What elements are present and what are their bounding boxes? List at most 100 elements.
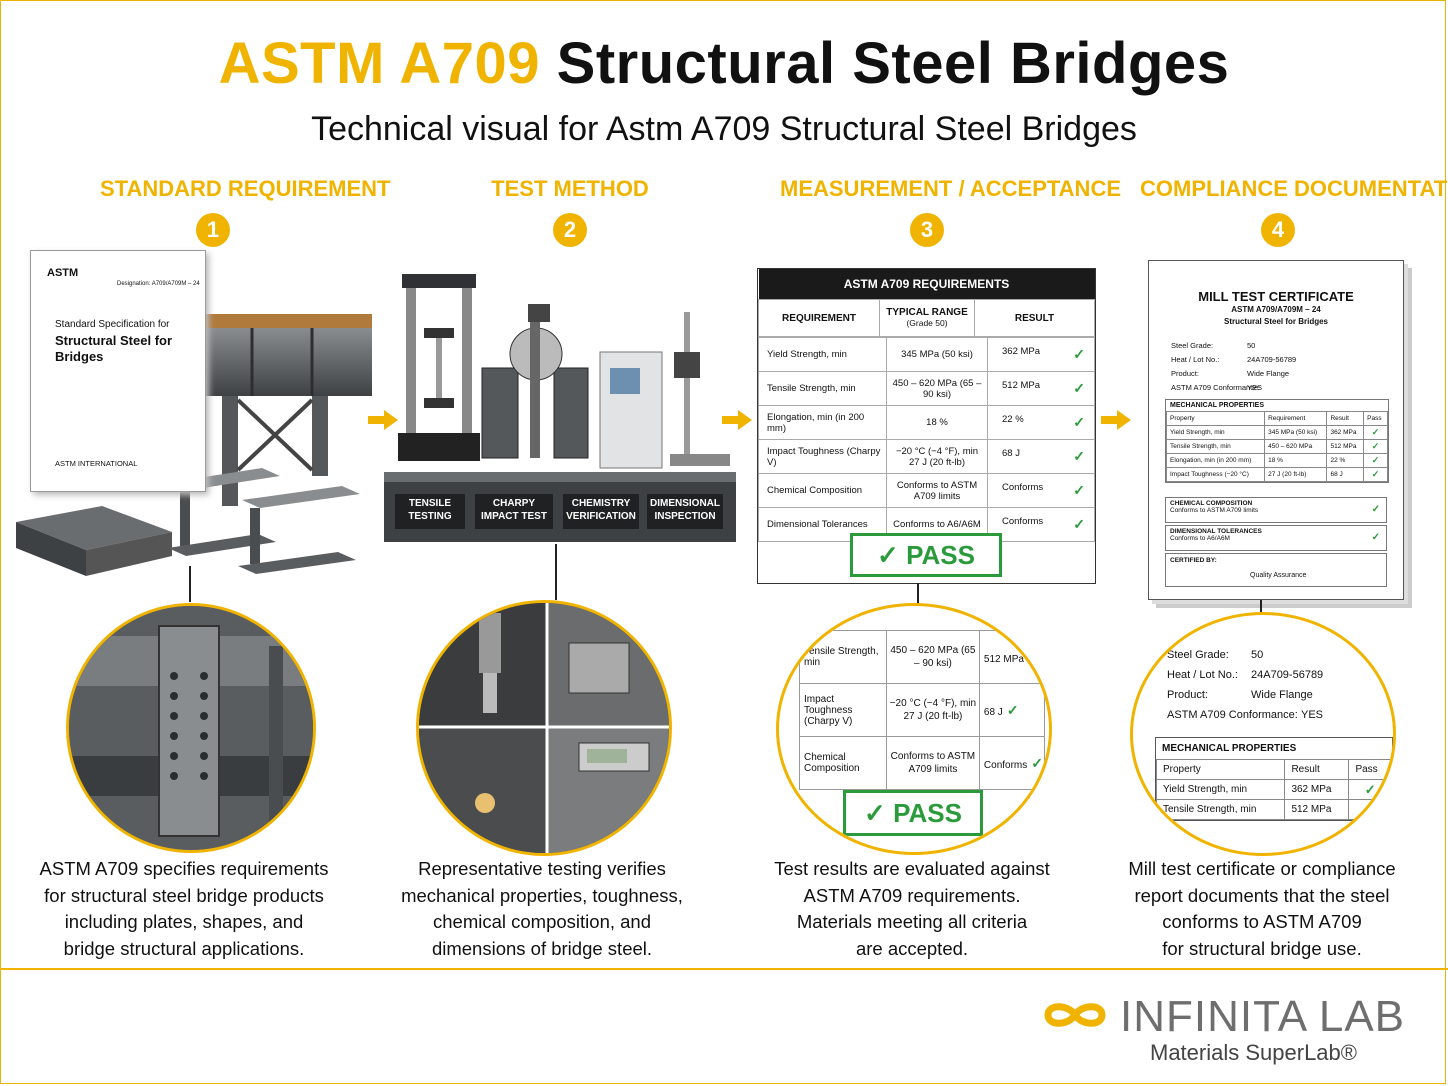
flow-arrow-icon xyxy=(1101,410,1131,430)
spec-line-2: Structural Steel for xyxy=(55,333,173,348)
zoom-cert-field-value: 24A709-56789 xyxy=(1251,669,1324,681)
zoom-test-details xyxy=(416,600,672,856)
requirements-panel: ASTM A709 REQUIREMENTS REQUIREMENT TYPIC… xyxy=(757,268,1096,584)
zoom-result-row: Impact Toughness (Charpy V)−20 °C (−4 °F… xyxy=(799,683,1046,737)
cert-field-label: Steel Grade: xyxy=(1171,341,1214,350)
cert-mech-header: Pass xyxy=(1363,411,1388,426)
requirement-name: Chemical Composition xyxy=(758,473,887,508)
requirements-table: ASTM A709 REQUIREMENTS REQUIREMENT TYPIC… xyxy=(758,269,1095,337)
requirement-row: Elongation, min (in 200 mm)18 %22 %✓ xyxy=(758,405,1095,440)
step-4-number: 4 xyxy=(1261,213,1295,247)
cert-mech-header: Property xyxy=(1165,411,1266,426)
check-icon: ✓ xyxy=(1031,754,1043,771)
cert-mech-row: Impact Toughness (−20 °C)27 J (20 ft-lb)… xyxy=(1165,467,1388,482)
requirement-range: −20 °C (−4 °F), min 27 J (20 ft-lb) xyxy=(886,439,988,474)
cert-mech-row: Elongation, min (in 200 mm)18 %22 %✓ xyxy=(1165,453,1388,468)
step-2-heading: TEST METHOD xyxy=(491,176,649,201)
requirement-result: 362 MPa✓ xyxy=(987,337,1095,372)
step-1-heading: STANDARD REQUIREMENT xyxy=(100,176,391,201)
label-charpy-impact-test: CHARPY IMPACT TEST xyxy=(475,494,553,529)
cert-title: MILL TEST CERTIFICATE xyxy=(1198,289,1354,304)
pass-stamp: ✓ PASS xyxy=(850,533,1002,577)
zoom-requirement-name: Chemical Composition xyxy=(799,736,887,790)
astm-logo: ASTM xyxy=(47,267,79,279)
cert-mech-header: Result xyxy=(1326,411,1365,426)
requirement-result: 22 %✓ xyxy=(987,405,1095,440)
requirement-name: Yield Strength, min xyxy=(758,337,887,372)
cert-subtitle-2: Structural Steel for Bridges xyxy=(1223,317,1329,326)
connector-line xyxy=(917,583,919,605)
requirement-result: 68 J✓ xyxy=(987,439,1095,474)
logo-brand: INFINITA LAB xyxy=(1120,992,1406,1041)
spec-line-1: Standard Specification for xyxy=(55,319,170,330)
connector-line xyxy=(555,544,557,600)
flow-arrow-icon xyxy=(368,410,398,430)
zoom-requirement-result: Conforms✓ xyxy=(978,736,1046,790)
connector-line xyxy=(189,566,191,602)
zoom-cert-field-value: Wide Flange xyxy=(1251,689,1313,701)
check-icon: ✓ xyxy=(1073,380,1085,396)
requirement-result: 512 MPa✓ xyxy=(987,371,1095,406)
zoom-pass-stamp: ✓ PASS xyxy=(843,790,983,836)
requirements-table-title: ASTM A709 REQUIREMENTS xyxy=(758,269,1095,300)
check-icon: ✓ xyxy=(1006,701,1019,718)
zoom-requirement-result: 512 MPa✓ xyxy=(978,630,1046,684)
page-subtitle: Technical visual for Astm A709 Structura… xyxy=(311,110,1137,148)
test-equipment-illustration xyxy=(384,274,736,542)
label-tensile-testing: TENSILE TESTING xyxy=(395,494,465,529)
label-chemistry-verification: CHEMISTRY VERIFICATION xyxy=(563,494,639,529)
test-closeup-quadrants-icon xyxy=(419,603,669,853)
step-1-number: 1 xyxy=(196,213,230,247)
zoom-requirement-name: Impact Toughness (Charpy V) xyxy=(799,683,887,737)
step-3-number: 3 xyxy=(910,213,944,247)
zoom-cert-header: Property xyxy=(1155,759,1286,780)
zoom-cert-field-label: Product: xyxy=(1167,689,1208,701)
cert-field-label: Product: xyxy=(1171,369,1199,378)
check-icon: ✓ xyxy=(1363,439,1388,454)
requirement-name: Elongation, min (in 200 mm) xyxy=(758,405,887,440)
check-icon: ✓ xyxy=(1363,425,1388,440)
cert-field-label: ASTM A709 Conformance: xyxy=(1171,383,1261,392)
cert-mech-header: Requirement xyxy=(1264,411,1328,426)
spec-designation: Designation: A709/A709M – 24 xyxy=(117,281,200,287)
requirement-range: 450 – 620 MPa (65 – 90 ksi) xyxy=(886,371,988,406)
bolted-girder-detail-icon xyxy=(69,606,313,850)
step-4-heading: COMPLIANCE DOCUMENTATION xyxy=(1140,176,1448,201)
infinita-lab-logo: INFINITA LAB Materials SuperLab® xyxy=(1040,992,1420,1072)
requirement-name: Tensile Strength, min xyxy=(758,371,887,406)
col-header-requirement: REQUIREMENT xyxy=(758,299,880,337)
step-3-heading: MEASUREMENT / ACCEPTANCE xyxy=(780,176,1122,201)
spec-org: ASTM INTERNATIONAL xyxy=(55,459,138,468)
cert-field-value: 50 xyxy=(1247,341,1256,350)
check-icon: ✓ xyxy=(1073,346,1085,362)
requirement-name: Impact Toughness (Charpy V) xyxy=(758,439,887,474)
cert-field-value: YES xyxy=(1247,383,1263,392)
cert-subtitle-1: ASTM A709/A709M – 24 xyxy=(1231,305,1321,314)
logo-tagline: Materials SuperLab® xyxy=(1150,1040,1357,1065)
requirement-range: 18 % xyxy=(886,405,988,440)
requirement-result: Conforms✓ xyxy=(987,473,1095,508)
cert-mech-title: MECHANICAL PROPERTIES xyxy=(1170,402,1264,409)
requirement-range: Conforms to ASTM A709 limits xyxy=(886,473,988,508)
infinity-logo-icon xyxy=(1044,1003,1106,1027)
zoom-cert-header: Result xyxy=(1284,759,1350,780)
title-rest: Structural Steel Bridges xyxy=(556,31,1230,96)
standard-spec-document: ASTM Designation: A709/A709M – 24 Standa… xyxy=(30,250,206,492)
zoom-bolted-connection xyxy=(66,603,316,853)
